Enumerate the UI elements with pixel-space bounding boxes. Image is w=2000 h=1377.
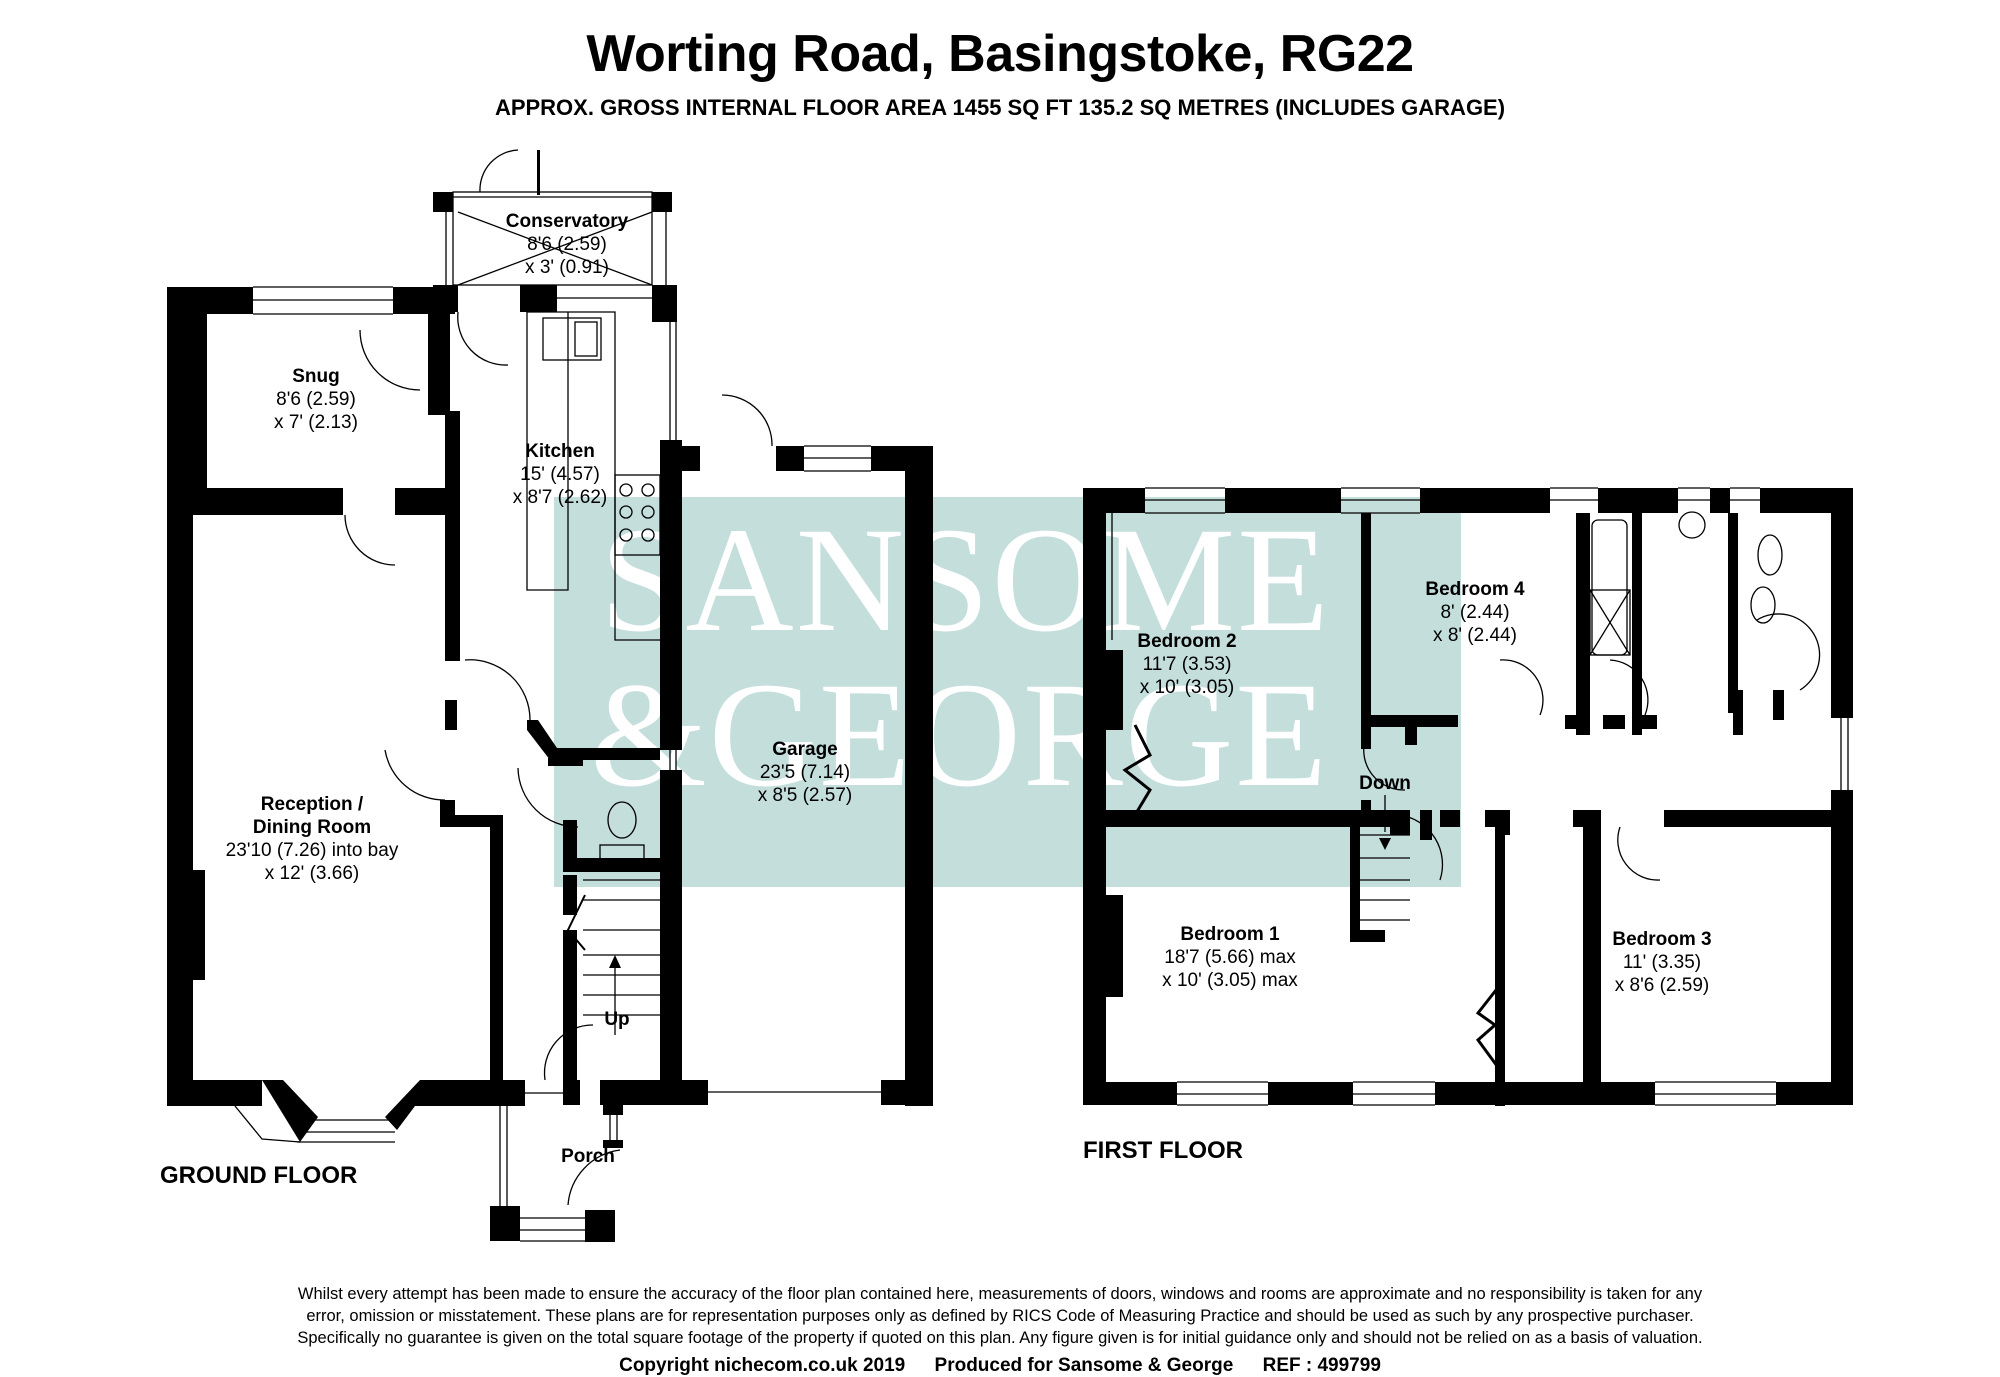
room-name: Bedroom 1	[1180, 924, 1280, 945]
reference-number: REF : 499799	[1262, 1355, 1381, 1376]
room-reception-dining: Reception / Dining Room 23'10 (7.26) int…	[226, 793, 399, 885]
copyright-text: Copyright nichecom.co.uk 2019	[619, 1355, 906, 1376]
room-dimension: x 3' (0.91)	[525, 257, 609, 278]
watermark-line-2: &GEORGE	[590, 652, 1329, 818]
room-conservatory: Conservatory 8'6 (2.59) x 3' (0.91)	[506, 210, 629, 279]
room-dimension: 11' (3.35)	[1622, 952, 1702, 973]
room-kitchen: Kitchen 15' (4.57) x 8'7 (2.62)	[513, 440, 607, 509]
room-name: Bedroom 2	[1137, 631, 1237, 652]
ground-floor-label: GROUND FLOOR	[160, 1162, 358, 1189]
first-floor-label: FIRST FLOOR	[1083, 1137, 1243, 1164]
stairs-down-label: Down	[1359, 772, 1411, 795]
floor-area-subtitle: APPROX. GROSS INTERNAL FLOOR AREA 1455 S…	[494, 95, 1506, 120]
room-bedroom-2: Bedroom 2 11'7 (3.53) x 10' (3.05)	[1137, 630, 1236, 699]
room-dimension: x 12' (3.66)	[264, 863, 360, 884]
room-snug: Snug 8'6 (2.59) x 7' (2.13)	[274, 365, 358, 434]
room-name: Conservatory	[505, 211, 629, 232]
watermark-line-1: SANSOME	[600, 497, 1331, 663]
stairs-up-text: Up	[604, 1009, 630, 1030]
room-dimension: 8'6 (2.59)	[276, 389, 356, 410]
room-name: Porch	[561, 1146, 615, 1167]
footer: Copyright nichecom.co.uk 2019 Produced f…	[0, 1355, 2000, 1377]
page-title: Worting Road, Basingstoke, RG22	[586, 25, 1414, 83]
room-name: Bedroom 4	[1425, 579, 1525, 600]
room-name: Kitchen	[525, 441, 595, 462]
room-dimension: x 7' (2.13)	[274, 412, 358, 433]
room-dimension: 8'6 (2.59)	[527, 234, 607, 255]
room-dimension: x 8' (2.44)	[1433, 625, 1517, 646]
room-dimension: 8' (2.44)	[1440, 602, 1510, 623]
room-name: Garage	[772, 739, 838, 760]
room-bedroom-1: Bedroom 1 18'7 (5.66) max x 10' (3.05) m…	[1162, 923, 1298, 992]
room-porch: Porch	[561, 1145, 615, 1168]
room-dimension: x 10' (3.05) max	[1162, 970, 1298, 991]
room-dimension: 23'5 (7.14)	[759, 762, 851, 783]
disclaimer-line-3: Specifically no guarantee is given on th…	[297, 1329, 1703, 1347]
room-dimension: x 10' (3.05)	[1139, 677, 1235, 698]
disclaimer: Whilst every attempt has been made to en…	[200, 1283, 1800, 1349]
stairs-down-text: Down	[1359, 773, 1411, 794]
room-name: Snug	[292, 366, 340, 387]
produced-for-text: Produced for Sansome & George	[934, 1355, 1234, 1376]
room-dimension: 15' (4.57)	[520, 464, 600, 485]
room-dimension: 11'7 (3.53)	[1142, 654, 1232, 675]
room-bedroom-3: Bedroom 3 11' (3.35) x 8'6 (2.59)	[1612, 928, 1711, 997]
room-dimension: 18'7 (5.66) max	[1164, 947, 1296, 968]
room-dimension: x 8'5 (2.57)	[757, 785, 853, 806]
room-dimension: 23'10 (7.26) into bay	[225, 840, 399, 861]
room-bedroom-4: Bedroom 4 8' (2.44) x 8' (2.44)	[1425, 578, 1524, 647]
room-dimension: x 8'6 (2.59)	[1614, 975, 1710, 996]
stairs-up-label: Up	[604, 1008, 629, 1031]
room-dimension: x 8'7 (2.62)	[512, 487, 608, 508]
room-garage: Garage 23'5 (7.14) x 8'5 (2.57)	[758, 738, 852, 807]
room-name-line-2: Dining Room	[252, 817, 372, 838]
disclaimer-line-1: Whilst every attempt has been made to en…	[297, 1285, 1703, 1303]
room-name: Reception /	[260, 794, 364, 815]
disclaimer-line-2: error, omission or misstatement. These p…	[306, 1307, 1694, 1325]
room-name: Bedroom 3	[1612, 929, 1712, 950]
